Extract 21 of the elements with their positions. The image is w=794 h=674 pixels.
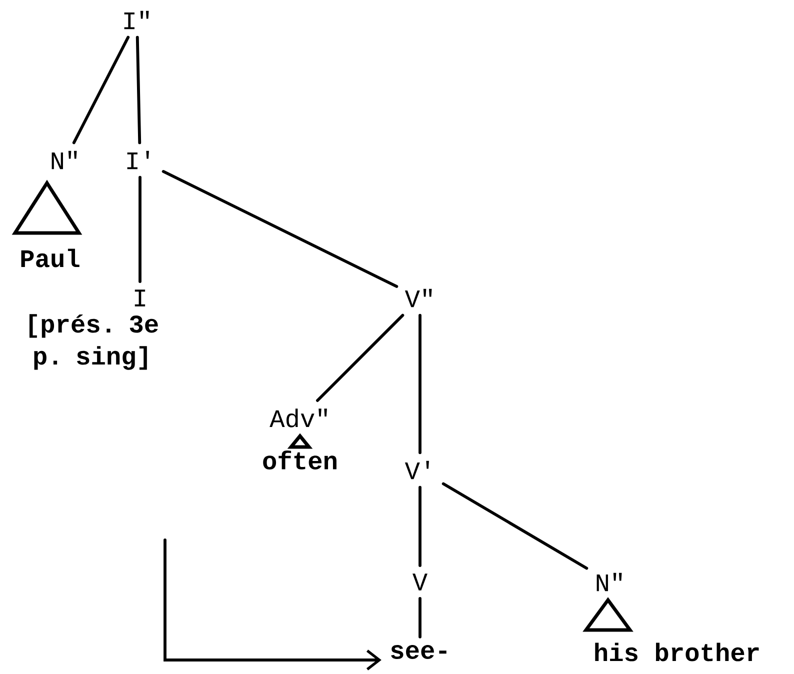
tree-branch	[442, 482, 588, 570]
category-label: Adv"	[270, 408, 327, 428]
feature-note: [prés. 3e p. sing]	[29, 314, 158, 370]
category-label: N"	[596, 572, 622, 592]
category-label: V	[412, 574, 428, 590]
tree-branch	[72, 36, 130, 144]
category-label: N"	[52, 150, 77, 170]
tree-branch	[418, 597, 422, 638]
category-label: I'	[127, 150, 149, 170]
tree-branch	[418, 314, 422, 454]
category-label: V"	[404, 288, 432, 308]
tree-branch	[162, 170, 398, 288]
arrow	[164, 538, 382, 670]
category-label: I"	[124, 10, 149, 30]
word: see-	[391, 645, 446, 659]
tree-branch	[136, 36, 142, 144]
category-label: V'	[404, 460, 429, 480]
category-label: I	[134, 290, 146, 306]
tree-branch	[418, 486, 422, 567]
tree-branch	[138, 176, 142, 283]
tree-branch	[316, 314, 404, 402]
